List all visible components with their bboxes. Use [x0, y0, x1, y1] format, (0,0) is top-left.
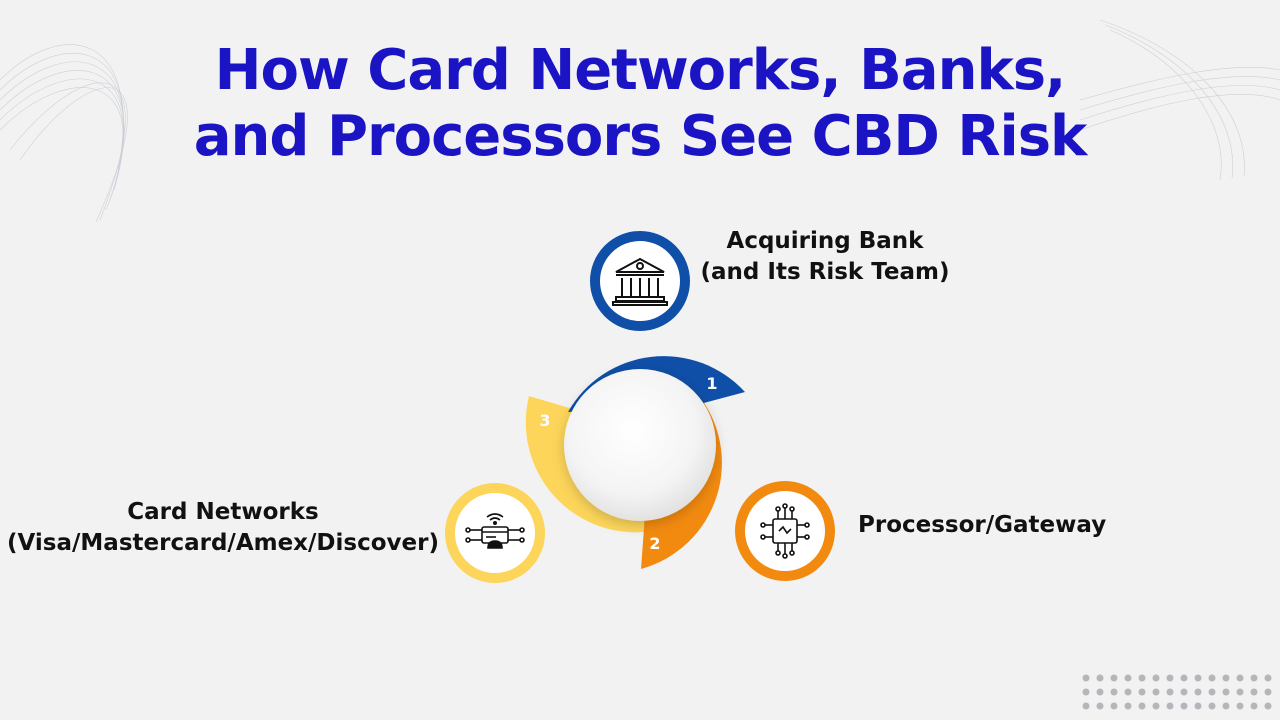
page-title: How Card Networks, Banks, and Processors…	[0, 38, 1280, 170]
step-number-2: 2	[649, 534, 660, 553]
step-3-title-line-2: (Visa/Mastercard/Amex/Discover)	[7, 530, 439, 556]
dot-grid-decoration	[1082, 674, 1272, 710]
step-1-title: Acquiring Bank (and Its Risk Team)	[690, 226, 960, 288]
page-title-line-1: How Card Networks, Banks,	[214, 38, 1067, 103]
card-network-icon	[465, 513, 525, 549]
bank-icon	[612, 257, 668, 306]
cycle-center-disk	[564, 369, 716, 521]
step-2-title-line-1: Processor/Gateway	[858, 512, 1107, 538]
bank-icon-circle	[590, 231, 690, 331]
step-number-3: 3	[539, 411, 550, 430]
card-icon-circle	[445, 483, 545, 583]
step-number-1: 1	[706, 374, 717, 393]
step-1-title-line-2: (and Its Risk Team)	[700, 259, 950, 285]
step-1-title-line-1: Acquiring Bank	[726, 228, 924, 254]
chip-circuit-icon	[760, 503, 810, 559]
step-3-title: Card Networks (Visa/Mastercard/Amex/Disc…	[0, 497, 446, 559]
chip-icon-circle	[735, 481, 835, 581]
step-3-title-line-1: Card Networks	[127, 499, 319, 525]
step-2-title: Processor/Gateway	[858, 510, 1120, 541]
page-title-line-2: and Processors See CBD Risk	[193, 104, 1088, 169]
